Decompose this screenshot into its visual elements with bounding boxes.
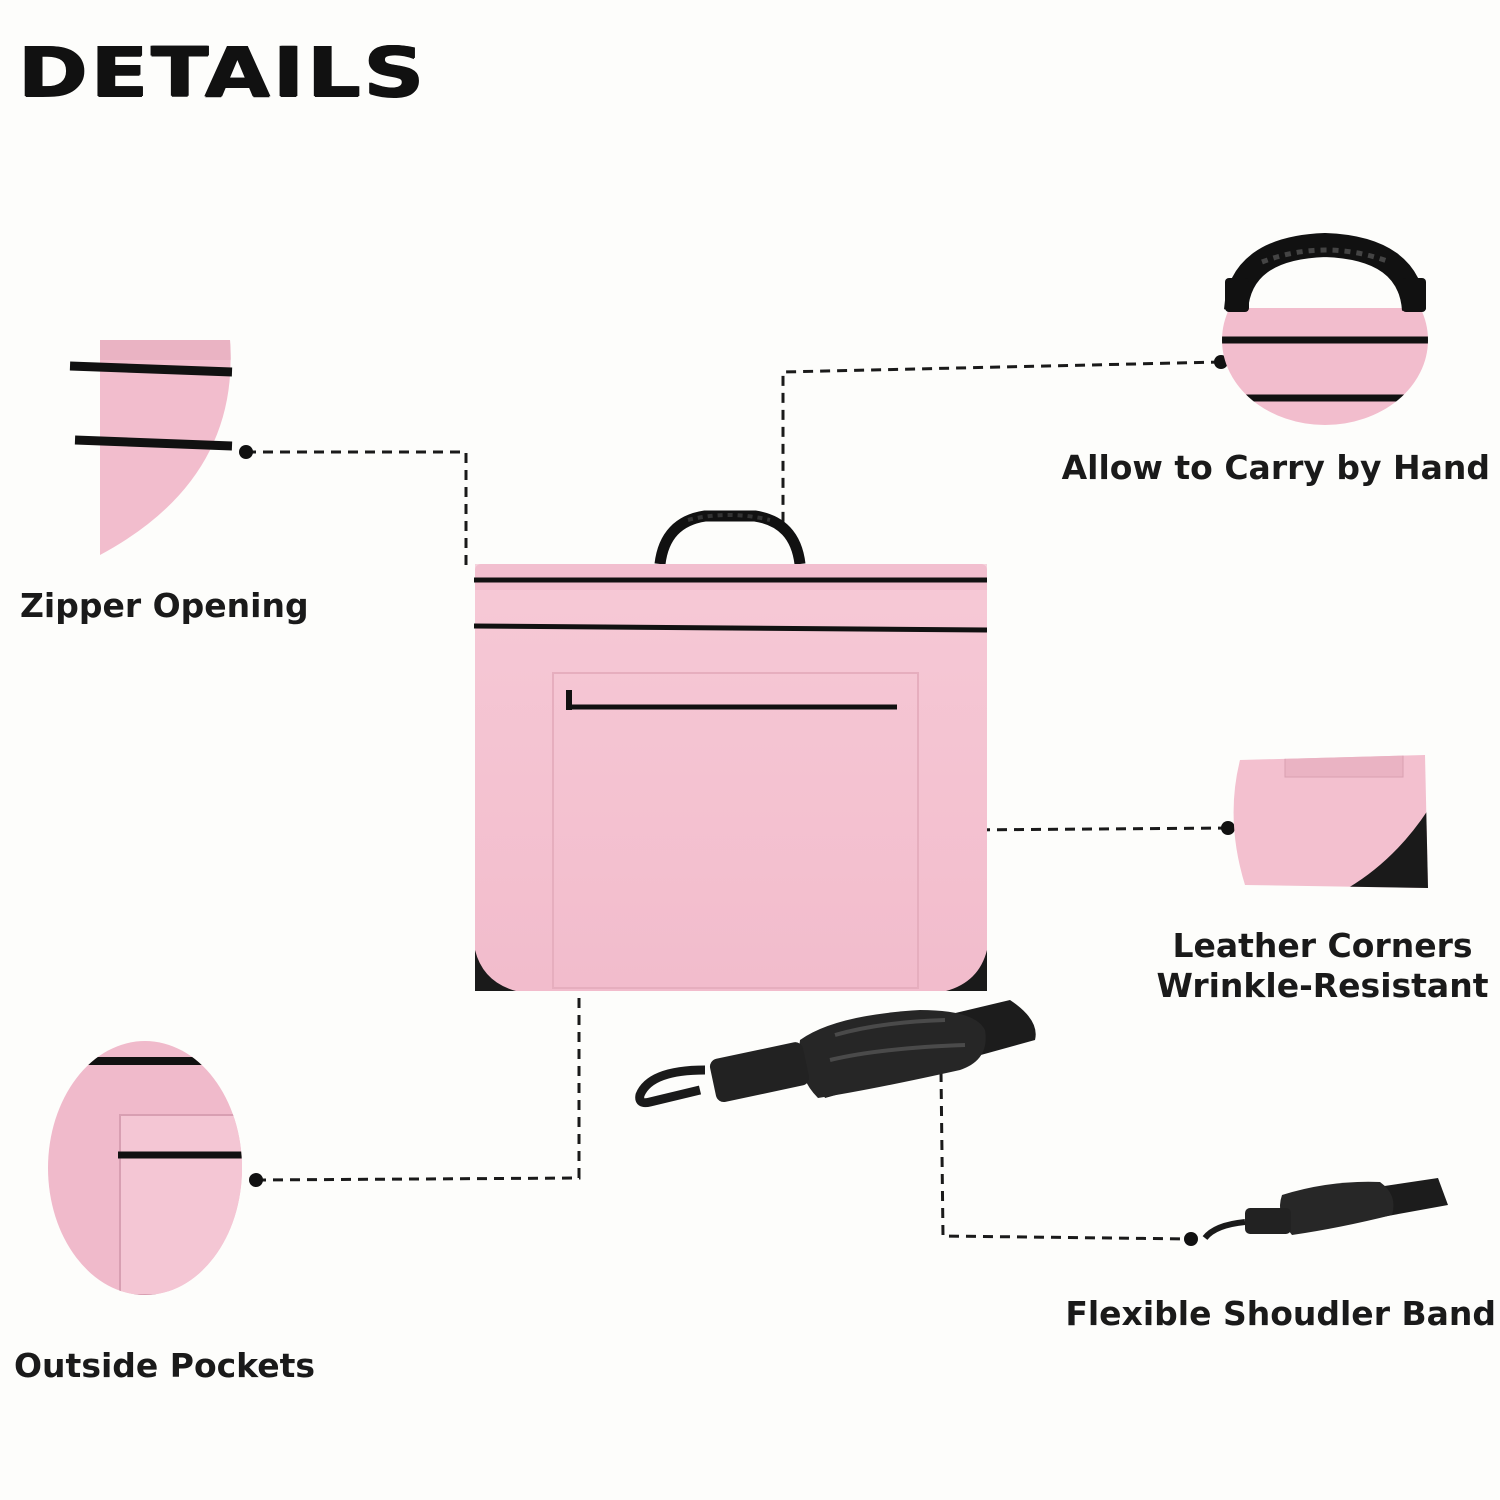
leader-strap xyxy=(939,1071,1192,1241)
label-shoulder-band: Flexible Shoudler Band xyxy=(1065,1294,1496,1333)
dot-zipper xyxy=(239,445,253,459)
shoulder-strap-icon xyxy=(635,1000,1036,1108)
label-leather-corners-line2: Wrinkle-Resistant xyxy=(1156,965,1489,1005)
strap-detail-icon xyxy=(1202,1178,1448,1240)
leader-zipper xyxy=(246,450,468,572)
pocket-detail-icon xyxy=(48,1041,242,1295)
portfolio-bag-icon xyxy=(473,510,988,991)
handle-detail-icon xyxy=(1222,232,1428,425)
leader-corners xyxy=(955,826,1229,952)
label-leather-corners-line1: Leather Corners xyxy=(1172,926,1473,965)
leader-handle xyxy=(781,360,1222,522)
label-leather-corners: Leather Corners Wrinkle-Resistant xyxy=(1150,926,1495,1005)
corner-detail-icon xyxy=(1233,755,1428,888)
page-title: DETAILS xyxy=(18,32,428,113)
label-zipper-opening: Zipper Opening xyxy=(20,586,309,625)
zipper-detail-icon xyxy=(69,340,233,555)
dot-strap xyxy=(1184,1232,1198,1246)
dot-corners xyxy=(1221,821,1235,835)
label-carry-by-hand: Allow to Carry by Hand xyxy=(1061,448,1490,487)
label-outside-pockets: Outside Pockets xyxy=(14,1346,316,1385)
dot-pockets xyxy=(249,1173,263,1187)
